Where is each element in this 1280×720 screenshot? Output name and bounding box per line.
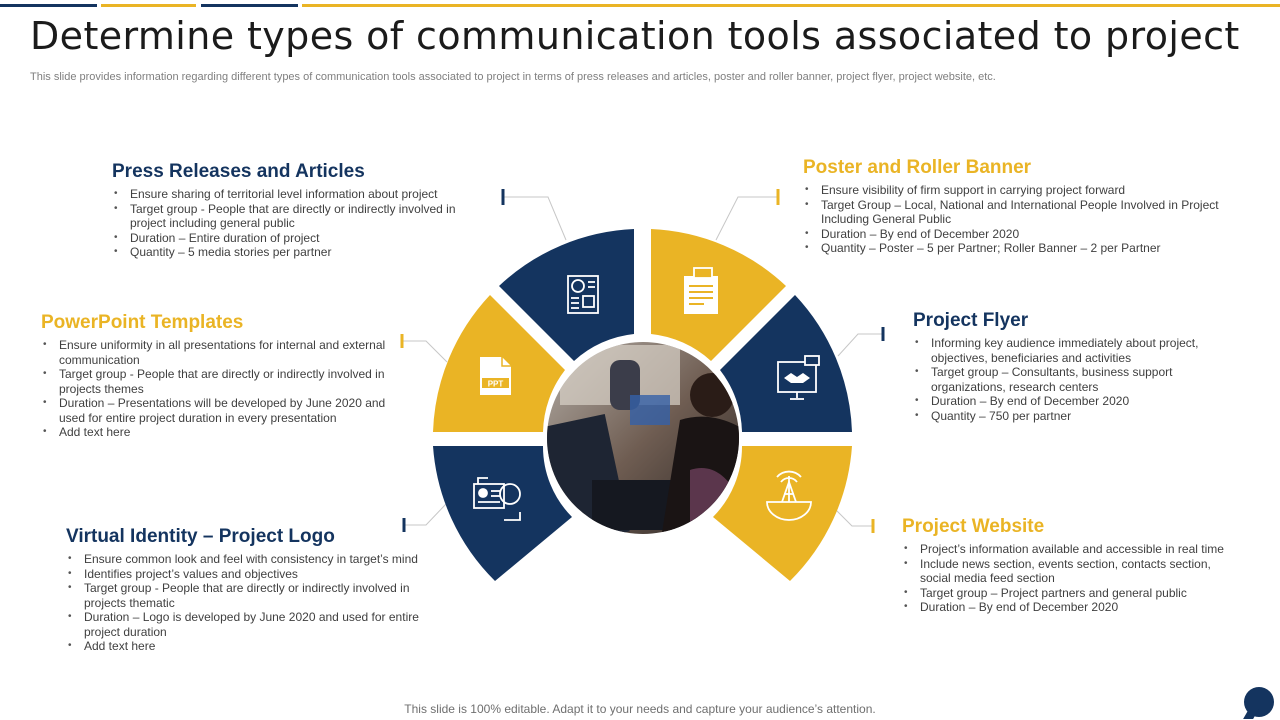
poster-bullets: Ensure visibility of firm support in car…: [803, 183, 1243, 256]
website-bullets: Project’s information available and acce…: [902, 542, 1242, 615]
list-item: Duration – Presentations will be develop…: [43, 396, 386, 425]
section-project-website: Project Website Project’s information av…: [902, 516, 1242, 615]
logo-bullets: Ensure common look and feel with consist…: [66, 552, 426, 654]
page-title: Determine types of communication tools a…: [30, 14, 1240, 58]
list-item: Duration – By end of December 2020: [805, 227, 1243, 242]
list-item: Duration – Entire duration of project: [114, 231, 472, 246]
ppt-icon-label: PPT: [488, 380, 504, 389]
press-bullets: Ensure sharing of territorial level info…: [112, 187, 472, 260]
top-accent-bar-3: [201, 4, 298, 7]
top-accent-bar-2: [101, 4, 196, 7]
section-press-releases: Press Releases and Articles Ensure shari…: [112, 161, 472, 260]
page-subtitle: This slide provides information regardin…: [30, 71, 996, 83]
list-item: Target Group – Local, National and Inter…: [805, 198, 1243, 227]
petal-logo: [433, 446, 572, 581]
flyer-bullets: Informing key audience immediately about…: [913, 336, 1223, 423]
connector-lines: [402, 196, 883, 527]
list-item: Target group – Project partners and gene…: [904, 586, 1242, 601]
ppt-file-icon: PPT: [480, 357, 511, 395]
list-item: Duration – By end of December 2020: [915, 394, 1223, 409]
list-item: Ensure visibility of firm support in car…: [805, 183, 1243, 198]
person-at-laptop-photo: [547, 342, 739, 534]
list-item: Include news section, events section, co…: [904, 557, 1242, 586]
poster-icon: [684, 267, 718, 314]
globe-antenna-icon: [766, 470, 812, 521]
list-item: Add text here: [68, 639, 426, 654]
chat-bubble-icon[interactable]: [1244, 687, 1274, 717]
website-heading: Project Website: [902, 516, 1045, 537]
footer-note: This slide is 100% editable. Adapt it to…: [404, 702, 876, 716]
list-item: Duration – By end of December 2020: [904, 600, 1242, 615]
ppt-heading: PowerPoint Templates: [41, 312, 244, 333]
poster-heading: Poster and Roller Banner: [803, 157, 1032, 178]
list-item: Ensure uniformity in all presentations f…: [43, 338, 386, 367]
flyer-heading: Project Flyer: [913, 310, 1029, 331]
petal-poster: [651, 229, 786, 361]
list-item: Target group - People that are directly …: [68, 581, 426, 610]
list-item: Duration – Logo is developed by June 202…: [68, 610, 426, 639]
press-heading: Press Releases and Articles: [112, 161, 365, 182]
list-item: Target group – Consultants, business sup…: [915, 365, 1223, 394]
list-item: Add text here: [43, 425, 386, 440]
petal-press: [499, 229, 634, 361]
list-item: Ensure sharing of territorial level info…: [114, 187, 472, 202]
connector-ticks: [400, 189, 885, 533]
section-project-flyer: Project Flyer Informing key audience imm…: [913, 310, 1223, 423]
top-accent-bar-1: [0, 4, 97, 7]
section-powerpoint-templates: PowerPoint Templates Ensure uniformity i…: [41, 312, 386, 440]
list-item: Quantity – Poster – 5 per Partner; Rolle…: [805, 241, 1243, 256]
top-accent-bar-4: [302, 4, 1280, 7]
petal-website: [713, 446, 852, 581]
identity-globe-icon: [473, 477, 521, 521]
section-poster-banner: Poster and Roller Banner Ensure visibili…: [803, 157, 1243, 256]
list-item: Quantity – 5 media stories per partner: [114, 245, 472, 260]
list-item: Target group - People that are directly …: [43, 367, 386, 396]
list-item: Informing key audience immediately about…: [915, 336, 1223, 365]
list-item: Quantity – 750 per partner: [915, 409, 1223, 424]
list-item: Identifies project’s values and objectiv…: [68, 567, 426, 582]
petal-flyer: [720, 295, 852, 432]
list-item: Target group - People that are directly …: [114, 202, 472, 231]
list-item: Ensure common look and feel with consist…: [68, 552, 426, 567]
list-item: Project’s information available and acce…: [904, 542, 1242, 557]
logo-heading: Virtual Identity – Project Logo: [66, 526, 335, 547]
handshake-monitor-icon: [777, 355, 820, 400]
ppt-bullets: Ensure uniformity in all presentations f…: [41, 338, 386, 440]
newspaper-icon: [567, 275, 599, 314]
section-virtual-identity: Virtual Identity – Project Logo Ensure c…: [66, 526, 426, 654]
